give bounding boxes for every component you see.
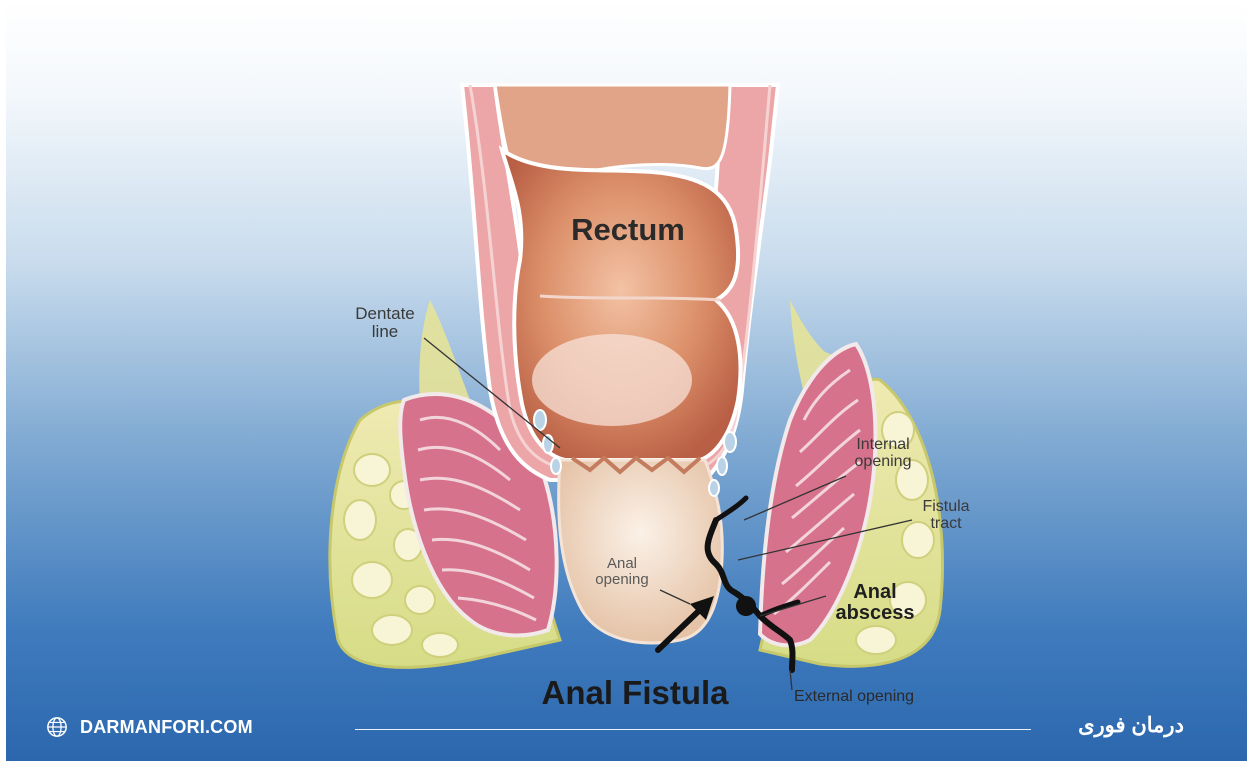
image-border (0, 0, 1253, 767)
